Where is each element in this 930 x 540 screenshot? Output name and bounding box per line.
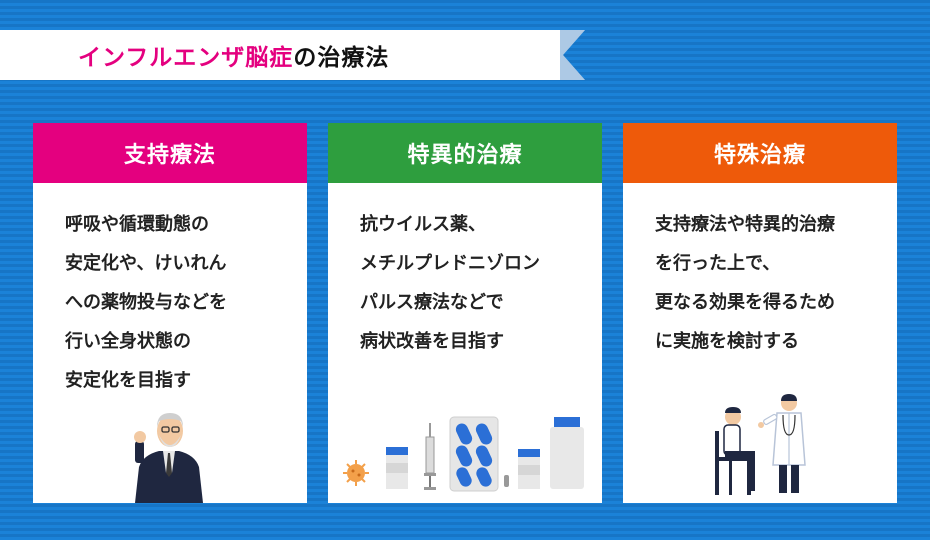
doctor-patient-illustration <box>715 394 806 495</box>
card-line: 安定化や、けいれん <box>65 253 227 274</box>
card-line: 安定化を目指す <box>65 370 191 391</box>
syringe-icon <box>424 423 436 490</box>
card-line: を行った上で、 <box>655 253 781 274</box>
page-title-highlight: インフルエンザ脳症 <box>78 45 294 71</box>
title-banner: インフルエンザ脳症の治療法 <box>0 30 600 80</box>
card-line: メチルプレドニゾロン <box>360 253 540 274</box>
banner-shape <box>0 30 585 80</box>
card-title: 支持療法 <box>33 123 307 183</box>
blister-pack-icon <box>449 416 499 492</box>
pill-icon <box>504 475 509 487</box>
card-line: 病状改善を目指す <box>360 331 504 352</box>
card-line: 行い全身状態の <box>65 331 191 352</box>
card-line: 呼吸や循環動態の <box>65 214 209 235</box>
card-special-treatment: 特殊治療 支持療法や特異的治療 を行った上で、 更なる効果を得るため に実施を検… <box>623 123 897 503</box>
card-supportive-therapy: 支持療法 呼吸や循環動態の 安定化や、けいれん への薬物投与などを 行い全身状態… <box>33 123 307 503</box>
page-title: インフルエンザ脳症の治療法 <box>78 30 389 80</box>
bottle-icon <box>386 447 408 489</box>
card-line: への薬物投与などを <box>65 292 227 313</box>
medicines-illustration <box>343 416 584 492</box>
bottle-icon <box>518 449 540 489</box>
card-line: 支持療法や特異的治療 <box>655 214 835 235</box>
card-text: 支持療法や特異的治療 を行った上で、 更なる効果を得るため に実施を検討する <box>623 183 897 361</box>
card-line: 更なる効果を得るため <box>655 292 835 313</box>
elderly-doctor-illustration <box>134 413 203 503</box>
page-title-rest: の治療法 <box>293 45 390 71</box>
virus-icon <box>343 460 369 486</box>
card-title: 特殊治療 <box>623 123 897 183</box>
card-line: 抗ウイルス薬、 <box>360 214 486 235</box>
card-text: 抗ウイルス薬、 メチルプレドニゾロン パルス療法などで 病状改善を目指す <box>328 183 602 361</box>
bottle-icon <box>550 417 584 489</box>
card-line: に実施を検討する <box>655 331 799 352</box>
card-text: 呼吸や循環動態の 安定化や、けいれん への薬物投与などを 行い全身状態の 安定化… <box>33 183 307 400</box>
patient-icon <box>723 407 755 491</box>
doctor-icon <box>758 394 806 493</box>
card-line: パルス療法などで <box>360 292 504 313</box>
card-specific-treatment: 特異的治療 抗ウイルス薬、 メチルプレドニゾロン パルス療法などで 病状改善を目… <box>328 123 602 503</box>
card-title: 特異的治療 <box>328 123 602 183</box>
